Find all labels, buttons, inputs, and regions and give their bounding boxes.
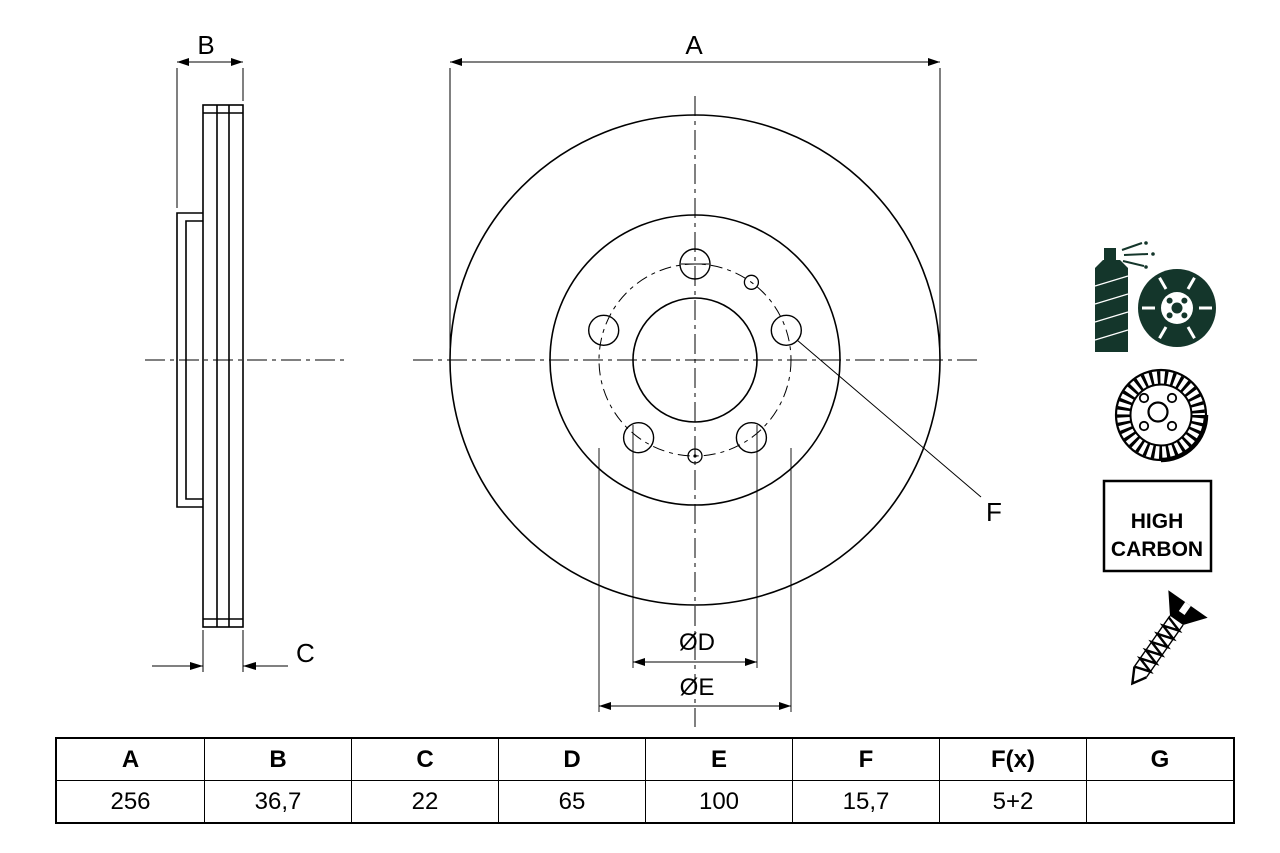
dim-e [598,448,792,712]
value-cell-f: 15,7 [792,781,939,822]
header-cell-e: E [645,739,792,780]
dim-c [152,630,288,672]
value-cell-a: 256 [110,788,151,815]
countersunk-screw-icon [1130,590,1208,686]
spray-lines [1121,242,1149,267]
header-cell-b: B [204,739,351,780]
dim-d-label: ØD [679,629,715,656]
header-cell-d: D [498,739,645,780]
front-view [449,114,941,606]
disc-slots [1142,276,1212,340]
high-carbon-badge: HIGH CARBON [1102,479,1213,573]
can-hatch [1094,275,1129,341]
value-cell-b: 36,7 [204,781,351,822]
high-carbon-line1: HIGH [1131,510,1184,533]
value-cell-e: 100 [645,781,792,822]
header-cell-fx: F(x) [939,739,1086,780]
value-cell-d: 65 [498,781,645,822]
ventilated-disc-icon [1114,368,1209,463]
leader-f [796,339,982,498]
centerlines [145,96,977,727]
spec-table-value-row: 256 36,7 22 65 100 15,7 5+2 [57,780,1233,822]
bolt-holes [588,248,802,454]
header-cell-a: A [121,746,140,773]
dim-c-label: C [296,638,315,668]
header-cell-c: C [351,739,498,780]
coating-spray-disc-icon [1094,241,1216,352]
high-carbon-line2: CARBON [1111,538,1203,561]
dim-a-label: A [685,30,703,60]
header-cell-f: F [792,739,939,780]
spec-table-header-row: A B C D E F F(x) G [57,739,1233,780]
dim-e-label: ØE [680,674,715,701]
dim-f-label: F [986,497,1002,527]
dim-b [176,58,244,208]
dim-d [632,425,758,668]
locating-holes [687,274,760,464]
hub-holes [1166,297,1188,319]
side-view [176,104,244,628]
value-cell-fx: 5+2 [939,781,1086,822]
dim-a [449,58,941,352]
value-cell-c: 22 [351,781,498,822]
header-cell-g: G [1086,739,1233,780]
spec-table: A B C D E F F(x) G 256 36,7 22 65 100 15… [55,737,1235,824]
value-cell-g [1086,781,1233,822]
dim-b-label: B [197,30,214,60]
